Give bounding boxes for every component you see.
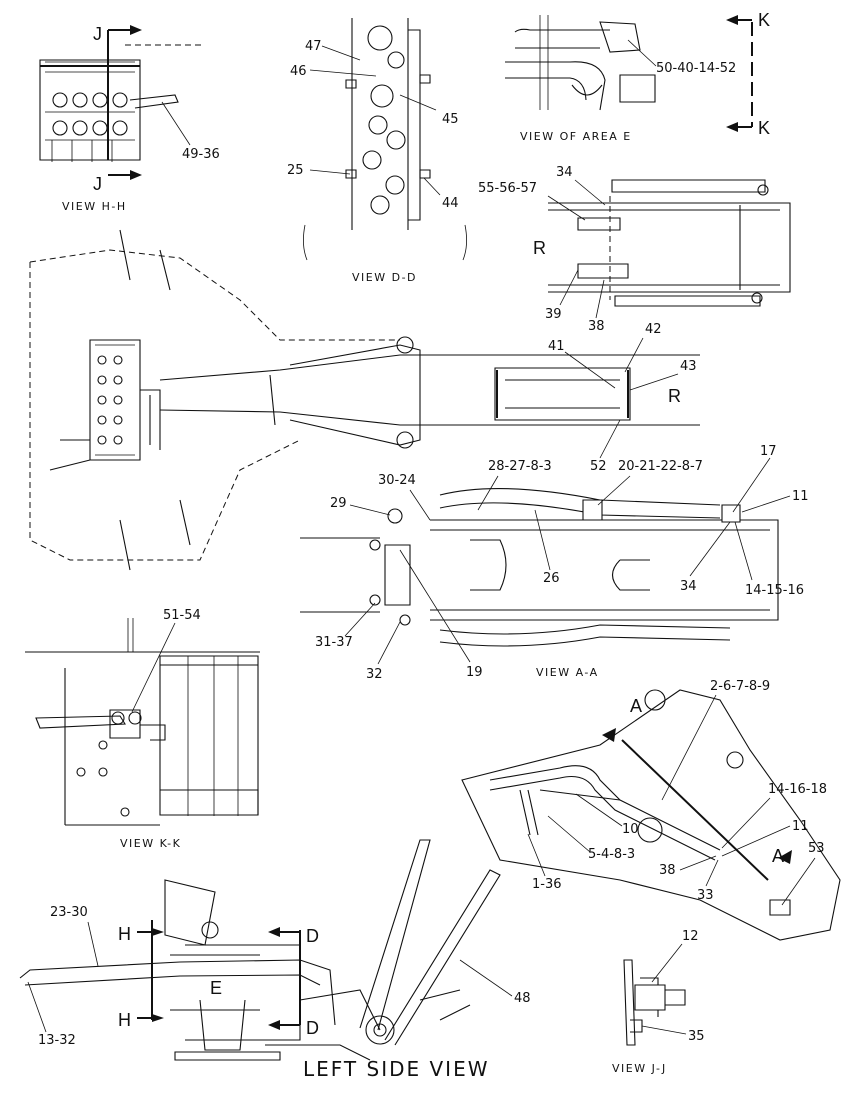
left-side-view-drawing bbox=[19, 839, 501, 1061]
callout-20-21-22-8-7: 20-21-22-8-7 bbox=[618, 459, 703, 474]
section-letter-r-top: R bbox=[533, 238, 546, 258]
callout-2-6-7-8-9: 2-6-7-8-9 bbox=[710, 679, 770, 694]
view-r-drawing bbox=[548, 179, 791, 307]
callout-35: 35 bbox=[688, 1029, 705, 1044]
callout-34-top: 34 bbox=[556, 165, 573, 180]
view-dd-label: VIEW D-D bbox=[352, 271, 417, 284]
callout-34-mid: 34 bbox=[680, 579, 697, 594]
callout-41: 41 bbox=[548, 339, 565, 354]
callout-50-40-14-52: 50-40-14-52 bbox=[656, 61, 736, 76]
callout-53: 53 bbox=[808, 841, 825, 856]
callout-43: 43 bbox=[680, 359, 697, 374]
view-dd-drawing bbox=[303, 18, 467, 261]
callout-33: 33 bbox=[697, 888, 714, 903]
callout-13-32: 13-32 bbox=[38, 1033, 76, 1048]
callout-31-37: 31-37 bbox=[315, 635, 353, 650]
view-jj-drawing bbox=[623, 959, 686, 1046]
section-letter-j-bottom: J bbox=[93, 174, 102, 194]
arm-detail-drawing bbox=[461, 689, 841, 941]
section-letter-h-bottom: H bbox=[118, 1010, 131, 1030]
callout-14-16-18: 14-16-18 bbox=[768, 782, 827, 797]
section-letter-j-top: J bbox=[93, 24, 102, 44]
view-area-e-label: VIEW OF AREA E bbox=[520, 130, 632, 143]
view-hh-label: VIEW H-H bbox=[62, 200, 127, 213]
callout-38-top: 38 bbox=[588, 319, 605, 334]
callout-55-56-57: 55-56-57 bbox=[478, 181, 537, 196]
callout-14-15-16: 14-15-16 bbox=[745, 583, 804, 598]
callout-45: 45 bbox=[442, 112, 459, 127]
callout-26: 26 bbox=[543, 571, 560, 586]
callout-23-30: 23-30 bbox=[50, 905, 88, 920]
callout-11-top: 11 bbox=[792, 489, 809, 504]
callout-12: 12 bbox=[682, 929, 699, 944]
section-letter-d-top: D bbox=[306, 926, 319, 946]
section-letter-k-top: K bbox=[758, 10, 770, 30]
callout-11-mid: 11 bbox=[792, 819, 809, 834]
callout-42: 42 bbox=[645, 322, 662, 337]
callout-39: 39 bbox=[545, 307, 562, 322]
callout-32: 32 bbox=[366, 667, 383, 682]
main-boom-drawing bbox=[29, 229, 700, 571]
callout-38-mid: 38 bbox=[659, 863, 676, 878]
section-letter-d-bottom: D bbox=[306, 1018, 319, 1038]
view-aa-drawing bbox=[300, 488, 779, 647]
callout-44: 44 bbox=[442, 196, 459, 211]
view-area-e-drawing bbox=[505, 15, 656, 111]
callout-10: 10 bbox=[622, 822, 639, 837]
section-letter-r-main: R bbox=[668, 386, 681, 406]
callout-29: 29 bbox=[330, 496, 347, 511]
view-kk-label: VIEW K-K bbox=[120, 837, 181, 850]
callout-25: 25 bbox=[287, 163, 304, 178]
callout-51-54: 51-54 bbox=[163, 608, 201, 623]
callout-49-36: 49-36 bbox=[182, 147, 220, 162]
callout-19: 19 bbox=[466, 665, 483, 680]
view-hh-drawing bbox=[39, 25, 205, 180]
left-side-view-label: LEFT SIDE VIEW bbox=[303, 1057, 490, 1081]
callout-47: 47 bbox=[305, 39, 322, 54]
callout-28-27-8-3: 28-27-8-3 bbox=[488, 459, 552, 474]
section-letter-a-top: A bbox=[630, 696, 642, 716]
callout-5-4-8-3: 5-4-8-3 bbox=[588, 847, 635, 862]
view-jj-label: VIEW J-J bbox=[612, 1062, 667, 1075]
view-kk-drawing bbox=[25, 618, 260, 826]
section-letter-a-bottom: A bbox=[772, 846, 784, 866]
callout-1-36: 1-36 bbox=[532, 877, 562, 892]
section-letter-e: E bbox=[210, 978, 222, 998]
callout-48: 48 bbox=[514, 991, 531, 1006]
callout-46: 46 bbox=[290, 64, 307, 79]
callout-30-24: 30-24 bbox=[378, 473, 416, 488]
callout-52: 52 bbox=[590, 459, 607, 474]
section-k-line bbox=[726, 15, 753, 132]
section-letter-h-top: H bbox=[118, 924, 131, 944]
view-aa-label: VIEW A-A bbox=[536, 666, 599, 679]
callout-17: 17 bbox=[760, 444, 777, 459]
section-letter-k-bottom: K bbox=[758, 118, 770, 138]
